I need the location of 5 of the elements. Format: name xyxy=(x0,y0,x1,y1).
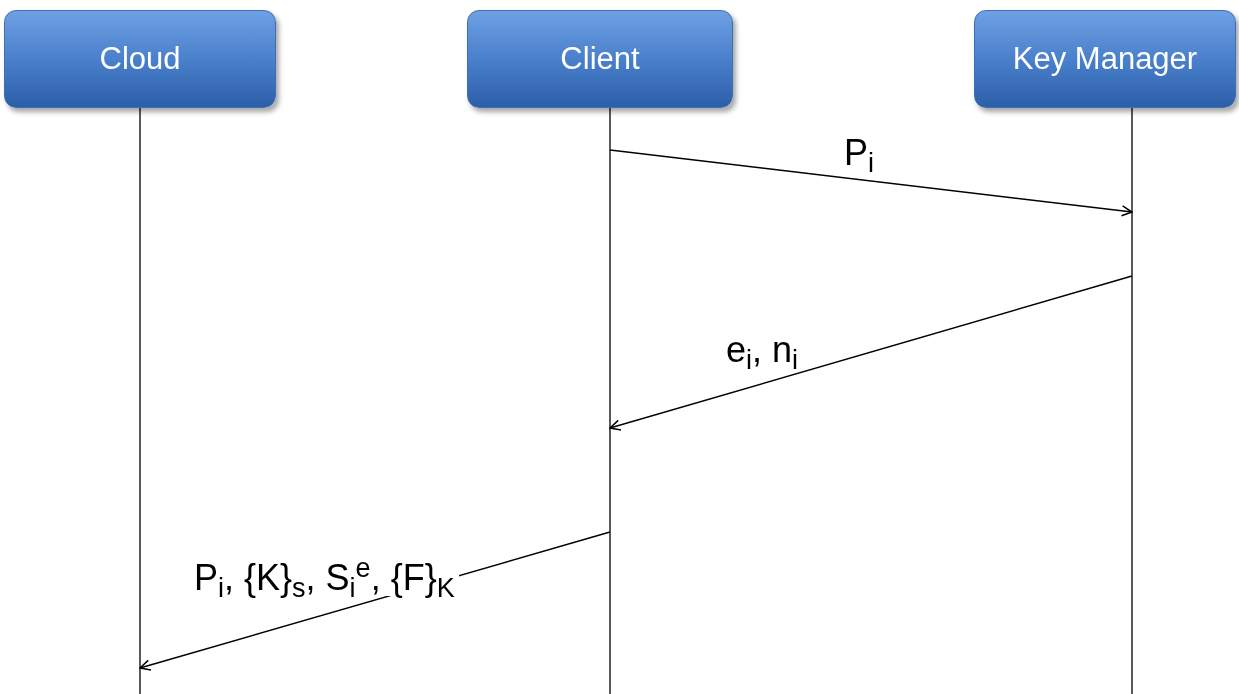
participant-box: Client xyxy=(467,10,733,108)
message-arrow xyxy=(609,275,1133,431)
message-arrow xyxy=(609,149,1133,217)
participant-box: Key Manager xyxy=(974,10,1236,108)
participant-box: Cloud xyxy=(4,10,276,108)
